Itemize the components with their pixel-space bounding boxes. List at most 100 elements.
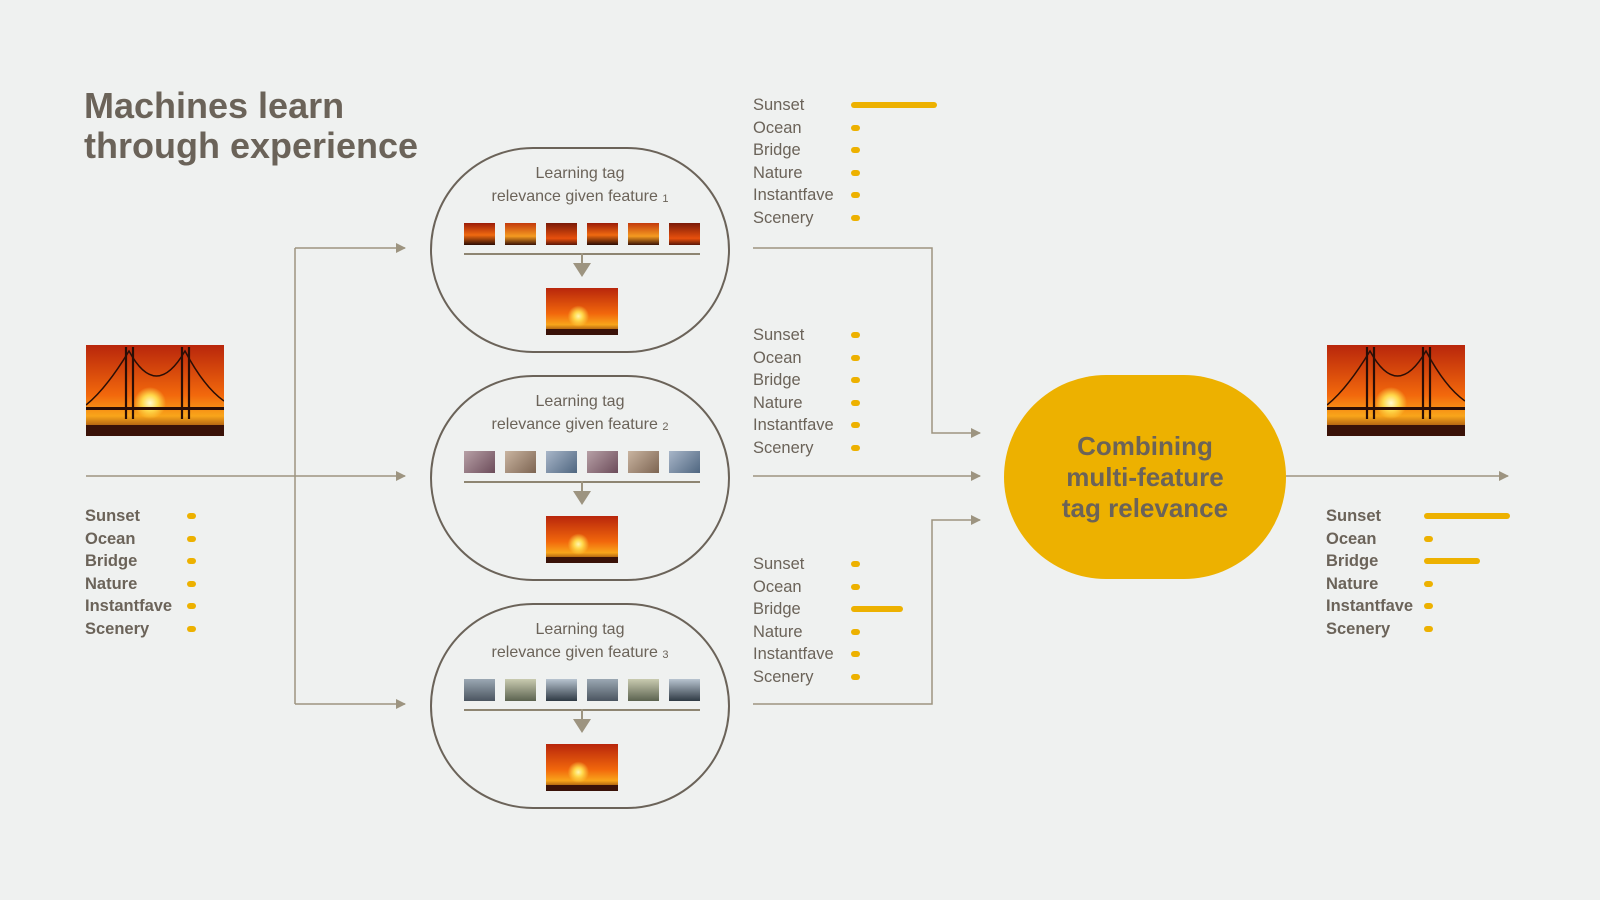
tag-label: Ocean (85, 529, 136, 548)
tag-label: Bridge (753, 600, 801, 619)
tag-relevance-bar (187, 625, 196, 632)
tag-relevance-bar (851, 354, 860, 361)
tag-relevance-bar (851, 192, 860, 199)
tag-label: Nature (1326, 574, 1379, 593)
output-photo (1327, 345, 1465, 436)
feature-title-line-1: Learning tag (535, 621, 625, 638)
interior-thumb (669, 451, 700, 473)
interior-thumb (587, 451, 618, 473)
tag-relevance-bar (851, 377, 860, 384)
tag-relevance-bar (187, 513, 196, 519)
tag-relevance-bar (1424, 625, 1433, 632)
tag-label: Scenery (753, 438, 814, 457)
title-line-2: through experience (84, 125, 419, 166)
tag-relevance-bar (851, 673, 860, 680)
tag-label: Ocean (753, 118, 802, 137)
tag-label: Sunset (753, 555, 805, 573)
tag-label: Bridge (85, 552, 138, 571)
tag-label: Ocean (1326, 529, 1377, 548)
tag-relevance-bar (1424, 580, 1433, 587)
tag-label: Scenery (753, 208, 814, 227)
tag-relevance-bar (851, 422, 860, 429)
tag-label: Nature (85, 574, 138, 593)
example-thumbnails (464, 679, 700, 705)
tag-relevance-bar (851, 102, 937, 108)
tag-label: Instantfave (85, 597, 173, 616)
bridge-thumb (546, 679, 577, 701)
sunset-thumb (628, 223, 659, 245)
combine-label: Combining multi-feature tag relevance (1062, 431, 1228, 524)
tag-relevance-bar (851, 583, 860, 590)
feature-title-line-2: relevance given feature (491, 187, 658, 205)
feature-title-line-2: relevance given feature (491, 415, 658, 433)
tag-label: Nature (753, 622, 803, 641)
down-arrow-stem (581, 709, 583, 721)
tag-label: Sunset (753, 326, 805, 344)
tag-label: Bridge (753, 141, 801, 160)
target-photo (546, 516, 618, 563)
feature-title-line-1: Learning tag (535, 165, 625, 182)
input-photo (86, 345, 224, 436)
feature-title: Learning tag relevance given feature 2 (432, 391, 728, 438)
tag-label: Ocean (753, 348, 802, 367)
down-arrow-stem (581, 253, 583, 265)
tag-relevance-bar (1424, 513, 1510, 519)
tag-label: Ocean (753, 577, 802, 596)
tag-relevance-bar (1424, 558, 1480, 565)
down-arrow-stem (581, 481, 583, 493)
tag-label: Sunset (1326, 507, 1382, 525)
tag-label: Sunset (85, 507, 141, 525)
tag-label: Bridge (753, 371, 801, 390)
example-thumbnails (464, 223, 700, 249)
sunset-thumb (669, 223, 700, 245)
tag-relevance-bar (851, 399, 860, 406)
bridge-thumb (505, 679, 536, 701)
tag-relevance-bar (187, 603, 196, 610)
tag-label: Bridge (1326, 552, 1379, 571)
feature-1-to-combine (753, 247, 981, 438)
tag-relevance-bar (187, 535, 196, 542)
tag-label: Instantfave (1326, 597, 1414, 616)
target-photo (546, 744, 618, 791)
sunset-thumb (587, 223, 618, 245)
bridge-thumb (669, 679, 700, 701)
tag-label: Instantfave (753, 186, 834, 205)
tag-relevance-bar (1424, 535, 1433, 542)
combine-line-1: Combining (1077, 430, 1213, 461)
feature-3-to-combine (753, 515, 981, 705)
tag-relevance-bar (187, 580, 196, 587)
tag-relevance-bar (851, 124, 860, 131)
tag-relevance-bar (851, 147, 860, 154)
tag-label: Instantfave (753, 645, 834, 664)
tag-relevance-bar (851, 332, 860, 338)
tag-label: Scenery (753, 667, 814, 686)
tag-label: Nature (753, 393, 803, 412)
feature-title: Learning tag relevance given feature 1 (432, 163, 728, 210)
tag-relevance-bar (1424, 603, 1433, 610)
tag-relevance-bar (851, 628, 860, 635)
tag-label: Scenery (1326, 619, 1391, 638)
interior-thumb (464, 451, 495, 473)
page-title: Machines learn through experience (84, 86, 418, 166)
feature-index: 3 (662, 648, 669, 661)
sunset-thumb (546, 223, 577, 245)
feature-index: 1 (662, 192, 669, 205)
tag-relevance-bar (851, 169, 860, 176)
combine-line-2: multi-feature (1066, 461, 1224, 492)
tag-relevance-bar (851, 651, 860, 658)
target-photo (546, 288, 618, 335)
tag-relevance-bar (851, 444, 860, 451)
example-thumbnails (464, 451, 700, 477)
feature-pod-1: Learning tag relevance given feature 1 (430, 147, 730, 353)
bridge-thumb (628, 679, 659, 701)
feature-index: 2 (662, 420, 669, 433)
tag-relevance-bar (851, 561, 860, 567)
interior-thumb (505, 451, 536, 473)
feature-title-line-1: Learning tag (535, 393, 625, 410)
tag-relevance-bar (851, 606, 903, 613)
tag-label: Instantfave (753, 416, 834, 435)
interior-thumb (546, 451, 577, 473)
